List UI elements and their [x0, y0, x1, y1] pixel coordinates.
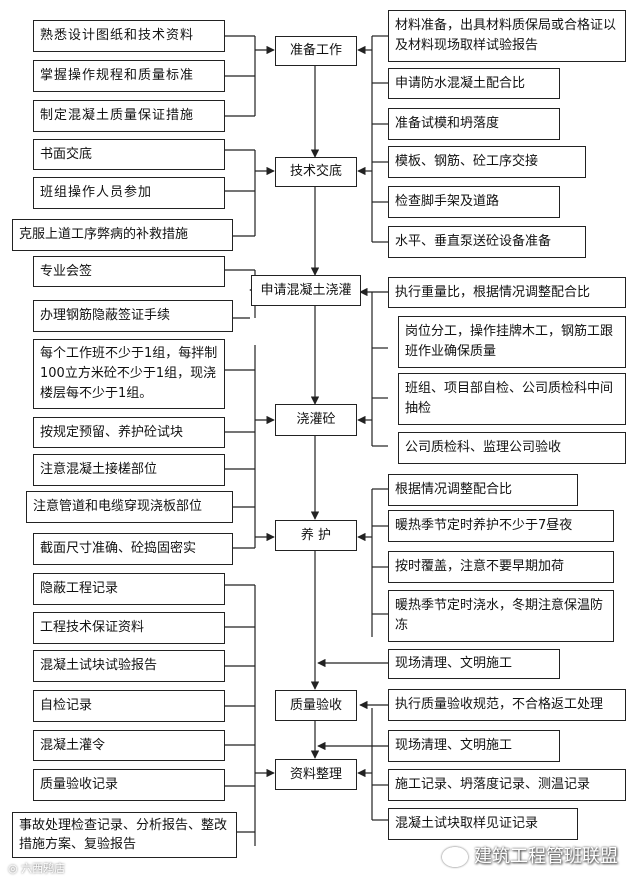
right-item: 根据情况调整配合比	[388, 474, 578, 506]
left-item: 混凝土试块试验报告	[33, 650, 225, 682]
left-item: 书面交底	[33, 139, 225, 170]
right-item: 检查脚手架及道路	[388, 186, 560, 218]
right-item: 材料准备，出具材料质保局或合格证以及材料现场取样试验报告	[388, 10, 626, 62]
right-item: 现场清理、文明施工	[388, 730, 560, 762]
right-item: 申请防水混凝土配合比	[388, 68, 560, 99]
watermark-brand: 建筑工程管班联盟	[442, 842, 618, 868]
left-item: 掌握操作规程和质量标准	[33, 60, 225, 92]
left-item: 注意混凝土接槎部位	[33, 454, 225, 486]
right-item: 暖热季节定时养护不少于7昼夜	[388, 510, 614, 542]
chat-bubble-icon: ◎	[8, 862, 18, 875]
right-item: 执行重量比，根据情况调整配合比	[388, 277, 626, 308]
wechat-icon	[442, 847, 468, 867]
left-item: 质量验收记录	[33, 769, 225, 801]
left-item: 专业会签	[33, 256, 225, 287]
watermark-corner: ◎ 六西鸦店	[8, 860, 65, 876]
right-item: 模板、钢筋、砼工序交接	[388, 146, 586, 178]
left-item: 截面尺寸准确、砼捣固密实	[33, 533, 233, 565]
left-item: 班组操作人员参加	[33, 177, 225, 209]
right-item: 准备试模和坍落度	[388, 108, 560, 140]
right-item: 班组、项目部自检、公司质检科中间抽检	[398, 373, 626, 425]
right-item: 岗位分工，操作挂牌木工，钢筋工跟班作业确保质量	[398, 316, 626, 368]
left-item: 按规定预留、养护砼试块	[33, 417, 225, 448]
right-item: 公司质检科、监理公司验收	[398, 432, 626, 464]
left-item: 事故处理检查记录、分析报告、整改措施方案、复验报告	[12, 812, 237, 858]
right-item: 混凝土试块取样见证记录	[388, 808, 578, 840]
watermark-corner-text: 六西鸦店	[21, 862, 66, 875]
node-tech: 技术交底	[275, 157, 357, 187]
node-apply: 申请混凝土浇灌	[251, 275, 361, 306]
left-item: 每个工作班不少于1组，每拌制100立方米砼不少于1组，现浇楼层每不少于1组。	[33, 339, 225, 409]
node-pour: 浇灌砼	[275, 404, 357, 436]
right-item: 水平、垂直泵送砼设备准备	[388, 226, 586, 258]
node-prep: 准备工作	[275, 36, 357, 66]
left-item: 隐蔽工程记录	[33, 573, 225, 605]
left-item: 克服上道工序弊病的补救措施	[12, 219, 233, 251]
left-item: 熟悉设计图纸和技术资料	[33, 20, 225, 52]
node-cure: 养 护	[275, 520, 357, 551]
left-item: 自检记录	[33, 690, 225, 722]
node-quality: 质量验收	[275, 690, 357, 721]
left-item: 制定混凝土质量保证措施	[33, 100, 225, 132]
right-item: 按时覆盖，注意不要早期加荷	[388, 551, 614, 583]
left-item: 注意管道和电缆穿现浇板部位	[26, 491, 233, 523]
right-item: 现场清理、文明施工	[388, 649, 560, 679]
right-item: 执行质量验收规范，不合格返工处理	[388, 689, 626, 721]
left-item: 工程技术保证资料	[33, 612, 225, 644]
watermark-brand-text: 建筑工程管班联盟	[474, 846, 618, 867]
left-item: 办理钢筋隐蔽签证手续	[33, 300, 233, 332]
left-item: 混凝土灌令	[33, 730, 225, 761]
right-item: 施工记录、坍落度记录、测温记录	[388, 769, 626, 801]
right-item: 暖热季节定时浇水，冬期注意保温防冻	[388, 590, 614, 642]
node-docs: 资料整理	[275, 759, 357, 790]
